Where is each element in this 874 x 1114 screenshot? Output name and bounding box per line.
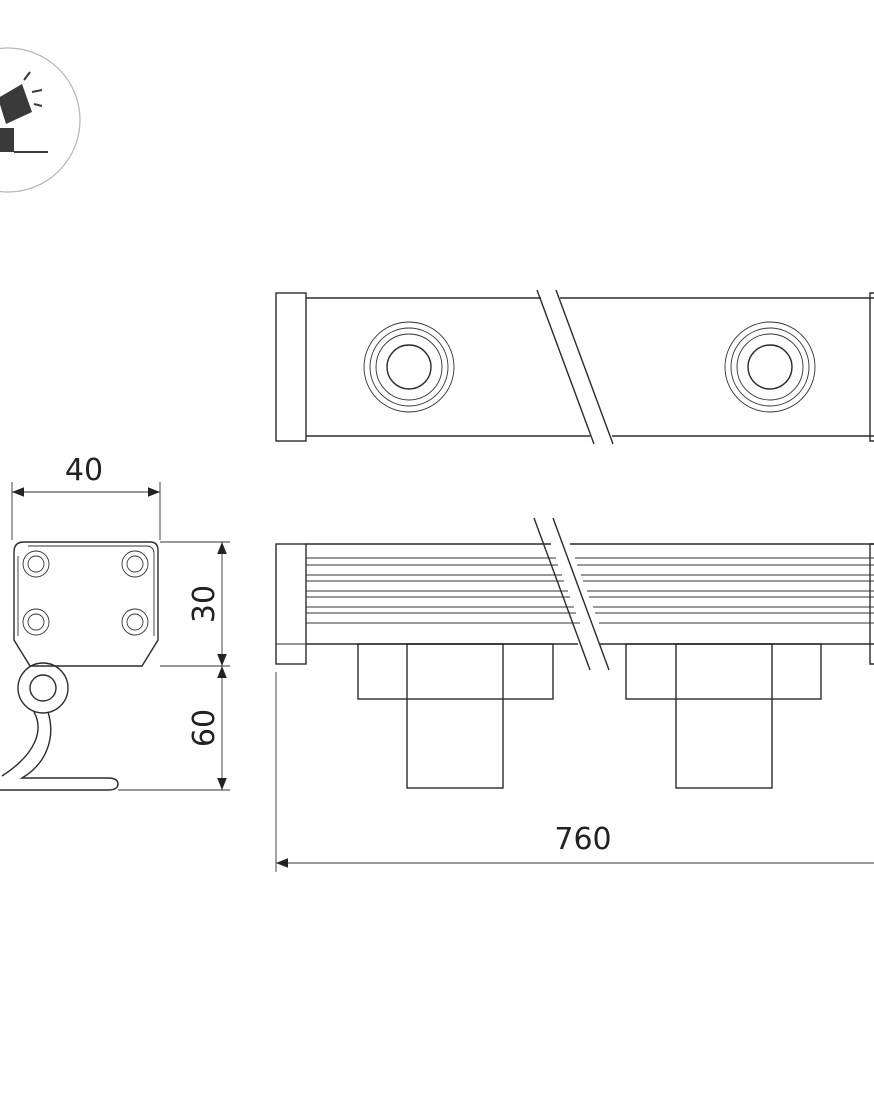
dimension-label-height-body: 30 [187, 585, 222, 623]
dimension-width: 40 [11, 453, 161, 540]
bracket-left [357, 643, 554, 789]
dimension-height-body: 30 [160, 541, 230, 667]
screw-holes [22, 550, 149, 636]
dimension-label-length: 760 [554, 822, 611, 857]
lens-left [363, 321, 455, 413]
dimension-height-bracket: 60 [118, 666, 230, 791]
fins-left [306, 557, 580, 624]
lens-right [724, 321, 816, 413]
front-view [275, 517, 874, 789]
top-view [275, 289, 874, 445]
spotlight-icon [0, 47, 81, 193]
mounting-bracket [0, 662, 119, 791]
dimension-label-height-bracket: 60 [187, 709, 222, 747]
fins-right [575, 557, 874, 624]
bracket-right [625, 643, 822, 789]
dimension-label-width: 40 [65, 453, 103, 488]
side-view [0, 541, 159, 791]
dimension-length: 760 [275, 672, 874, 872]
